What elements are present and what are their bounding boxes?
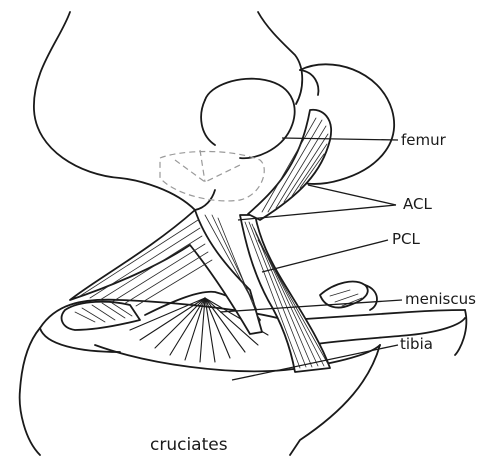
femur-label: femur bbox=[401, 131, 447, 149]
pcl-leader bbox=[262, 240, 388, 272]
acl-label: ACL bbox=[403, 195, 432, 213]
tibia-label: tibia bbox=[400, 335, 433, 353]
figure-caption: cruciates bbox=[150, 435, 228, 455]
femur-bone bbox=[34, 12, 394, 210]
anterior-cruciate-ligament bbox=[70, 210, 262, 334]
acl-leader-1 bbox=[308, 185, 396, 205]
meniscus-label: meniscus bbox=[405, 290, 476, 308]
femoral-attachment bbox=[248, 110, 331, 220]
posterior-cruciate-ligament bbox=[240, 215, 330, 372]
meniscus-left bbox=[62, 302, 140, 330]
pcl-label: PCL bbox=[392, 230, 421, 248]
femur-leader bbox=[282, 138, 398, 140]
meniscus-right bbox=[320, 282, 377, 310]
